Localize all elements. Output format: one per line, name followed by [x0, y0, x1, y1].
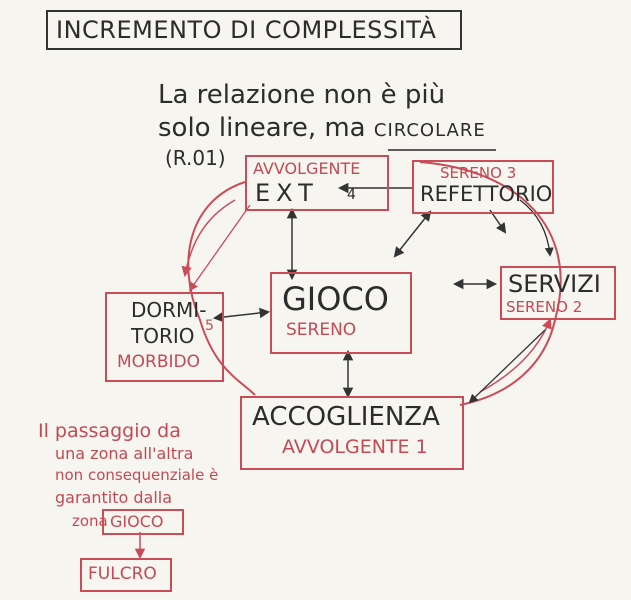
node-dormitorio-label-1: DORMI-	[131, 298, 207, 322]
note-line-5: zona	[72, 512, 108, 530]
note-gioco-box: GIOCO	[102, 509, 184, 535]
node-gioco: GIOCO SERENO	[270, 272, 412, 354]
arrow-servizi-accoglienza	[468, 329, 546, 404]
arrow-refettorio-gioco	[393, 210, 432, 258]
note-line-3: non consequenziale è	[55, 466, 219, 484]
loop-arrow-servizi	[479, 318, 552, 393]
circular-loop-right	[419, 161, 562, 406]
node-gioco-tag: SERENO	[286, 320, 357, 340]
node-ext: AVVOLGENTE EXT 4	[245, 155, 389, 211]
page-title: INCREMENTO DI COMPLESSITÀ	[56, 16, 437, 44]
node-dormitorio-tag: MORBIDO	[117, 352, 201, 372]
node-servizi: SERVIZI SERENO 2	[500, 266, 616, 320]
node-servizi-tag: SERENO 2	[506, 298, 583, 316]
circular-loop	[187, 181, 256, 396]
node-refettorio-tag: SERENO 3	[440, 164, 517, 182]
node-refettorio: SERENO 3 REFETTORIO	[412, 160, 554, 214]
intro-line-2-emph: CIRCOLARE	[373, 120, 486, 141]
node-gioco-label: GIOCO	[282, 280, 389, 318]
node-dormitorio-num: 5	[205, 318, 214, 334]
node-accoglienza-label: ACCOGLIENZA	[252, 402, 440, 432]
node-accoglienza: ACCOGLIENZA AVVOLGENTE 1	[240, 396, 464, 470]
node-refettorio-label: REFETTORIO	[420, 182, 553, 206]
node-ext-tag: AVVOLGENTE	[253, 159, 361, 178]
node-ext-label: EXT	[255, 179, 319, 207]
fulcro-box: FULCRO	[80, 558, 172, 592]
loop-arrow-dorm	[181, 199, 236, 278]
note-line-1: Il passaggio da	[38, 420, 181, 442]
node-servizi-label: SERVIZI	[508, 270, 601, 298]
title-box: INCREMENTO DI COMPLESSITÀ	[46, 10, 462, 50]
node-dormitorio: DORMI- TORIO 5 MORBIDO	[105, 292, 224, 382]
note-line-2: una zona all'altra	[55, 444, 194, 463]
fulcro-label: FULCRO	[88, 564, 157, 584]
node-dormitorio-label-2: TORIO	[131, 324, 195, 348]
note-gioco-label: GIOCO	[110, 512, 164, 531]
arrow-ext-dormitorio	[188, 204, 251, 292]
node-ext-num: 4	[347, 187, 356, 203]
note-line-4: garantito dalla	[55, 488, 173, 507]
intro-ref: (R.01)	[165, 146, 226, 170]
node-accoglienza-tag: AVVOLGENTE 1	[282, 436, 428, 458]
loop-arrow-right-top	[519, 199, 554, 257]
intro-line-2-prefix: solo lineare, ma	[158, 113, 366, 143]
intro-line-1: La relazione non è più	[158, 80, 446, 110]
intro-line-2: solo lineare, ma CIRCOLARE	[158, 113, 486, 143]
